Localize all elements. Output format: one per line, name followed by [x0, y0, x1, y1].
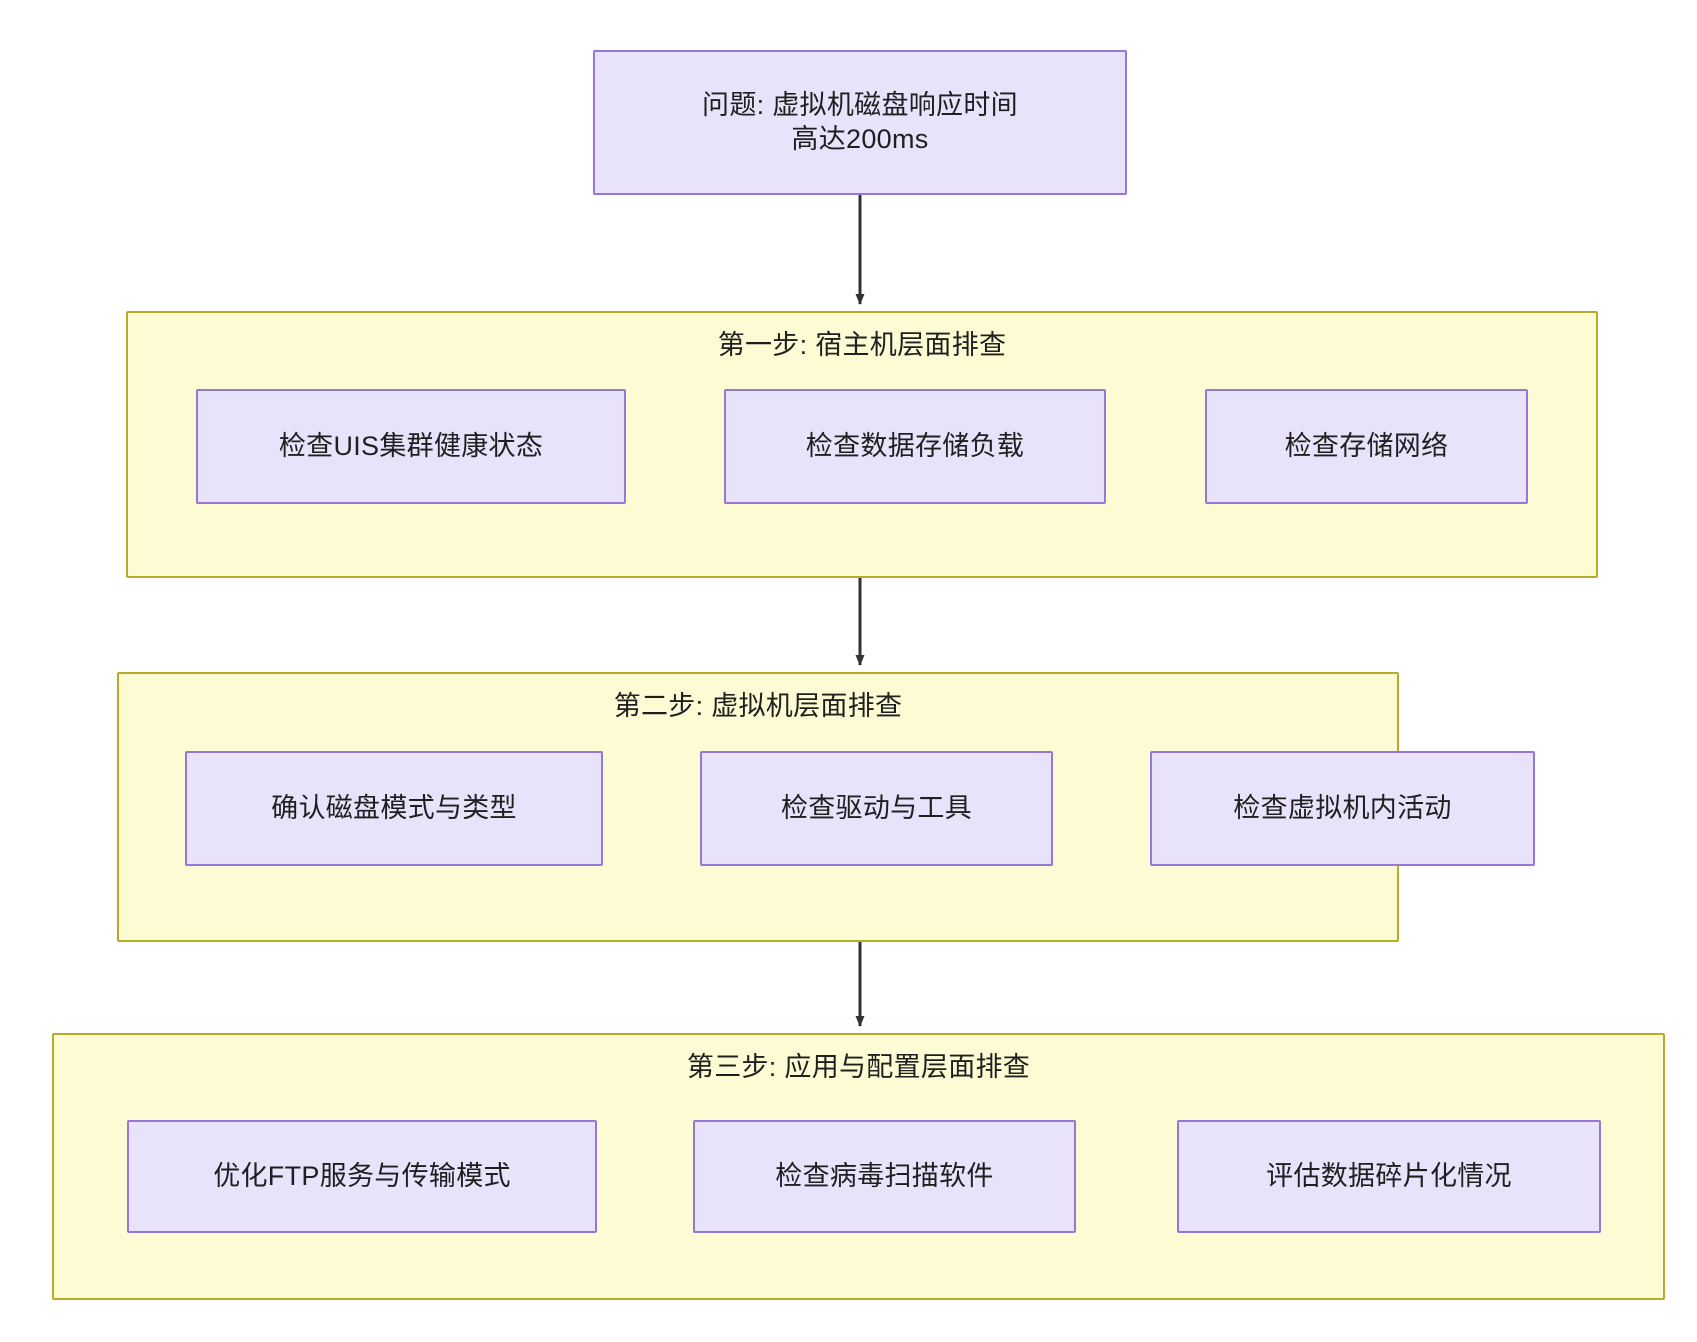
node-label: 检查UIS集群健康状态 — [278, 430, 544, 461]
cluster-step2-title: 第二步: 虚拟机层面排查 — [613, 691, 903, 721]
node-problem-line1: 问题: 虚拟机磁盘响应时间 — [702, 89, 1018, 120]
node-check-storage-network[interactable]: 检查存储网络 — [1205, 389, 1528, 504]
node-label: 检查数据存储负载 — [805, 430, 1025, 461]
node-check-antivirus-software[interactable]: 检查病毒扫描软件 — [693, 1120, 1076, 1233]
node-check-uis-cluster-health[interactable]: 检查UIS集群健康状态 — [196, 389, 626, 504]
node-check-datastore-load[interactable]: 检查数据存储负载 — [724, 389, 1106, 504]
node-label: 检查驱动与工具 — [780, 792, 973, 823]
node-problem-line2: 高达200ms — [791, 123, 929, 154]
node-confirm-disk-mode-type[interactable]: 确认磁盘模式与类型 — [185, 751, 603, 866]
node-assess-data-fragmentation[interactable]: 评估数据碎片化情况 — [1177, 1120, 1601, 1233]
node-check-vm-internal-activity[interactable]: 检查虚拟机内活动 — [1150, 751, 1535, 866]
node-label: 评估数据碎片化情况 — [1266, 1160, 1512, 1191]
node-problem[interactable]: 问题: 虚拟机磁盘响应时间 高达200ms — [593, 50, 1127, 195]
node-optimize-ftp-transfer-mode[interactable]: 优化FTP服务与传输模式 — [127, 1120, 597, 1233]
node-check-drivers-tools[interactable]: 检查驱动与工具 — [700, 751, 1053, 866]
node-label: 检查病毒扫描软件 — [775, 1160, 994, 1191]
cluster-step3-title: 第三步: 应用与配置层面排查 — [686, 1052, 1031, 1082]
node-label: 检查存储网络 — [1284, 430, 1449, 461]
cluster-step1-title: 第一步: 宿主机层面排查 — [717, 330, 1007, 360]
node-label: 确认磁盘模式与类型 — [271, 792, 517, 823]
node-label: 检查虚拟机内活动 — [1233, 792, 1452, 823]
node-label: 优化FTP服务与传输模式 — [213, 1160, 511, 1191]
